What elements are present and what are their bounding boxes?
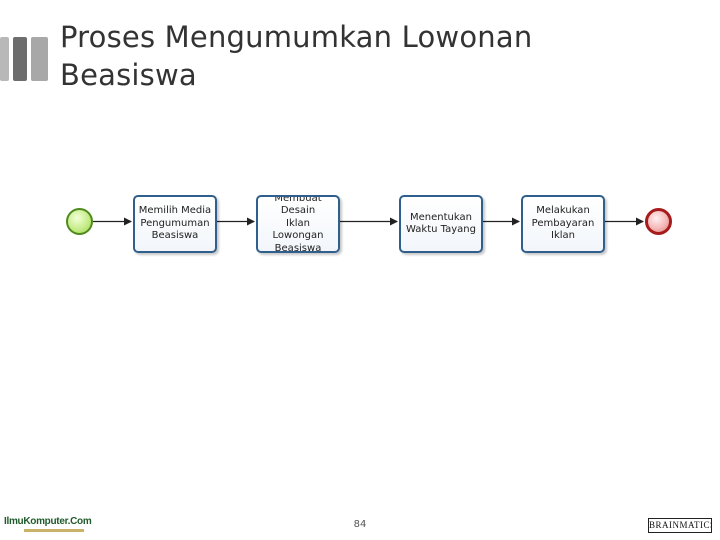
task-melakukan-pembayaran[interactable]: Melakukan Pembayaran Iklan <box>521 195 605 253</box>
task-label: Memilih Media Pengumuman Beasiswa <box>139 205 211 243</box>
task-membuat-desain[interactable]: Membuat Desain Iklan Lowongan Beasiswa <box>256 195 340 253</box>
task-label-line: Menentukan <box>410 211 472 223</box>
task-label-line: Pengumuman <box>140 217 210 229</box>
task-memilih-media[interactable]: Memilih Media Pengumuman Beasiswa <box>133 195 217 253</box>
slide-title: Proses Mengumumkan Lowonan Beasiswa <box>60 18 660 94</box>
task-label-line: Membuat Desain <box>274 195 322 217</box>
task-label-line: Iklan Lowongan <box>272 217 324 242</box>
task-label: Menentukan Waktu Tayang <box>406 212 476 237</box>
ilmukomputer-tagline-mark <box>24 529 84 532</box>
decoration-bar <box>0 37 9 81</box>
start-event <box>66 208 93 235</box>
decoration-bar <box>13 37 27 81</box>
task-menentukan-waktu[interactable]: Menentukan Waktu Tayang <box>399 195 483 253</box>
task-label: Melakukan Pembayaran Iklan <box>532 205 595 243</box>
task-label-line: Memilih Media <box>138 205 212 217</box>
slide-title-line-2: Beasiswa <box>60 58 197 92</box>
decoration-bar <box>31 37 48 81</box>
task-label-line: Waktu Tayang <box>406 224 476 235</box>
task-label-line: Pembayaran <box>531 217 595 229</box>
task-label-line: Beasiswa <box>151 230 199 242</box>
page-number: 84 <box>353 519 367 530</box>
task-label-line: Melakukan <box>536 205 590 217</box>
ilmukomputer-brand: IlmuKomputer.Com <box>4 516 92 527</box>
brainmatics-logo: BRAINMATICS <box>648 518 712 533</box>
end-event <box>645 208 672 235</box>
task-label: Membuat Desain Iklan Lowongan Beasiswa <box>261 195 335 253</box>
slide-title-line-1: Proses Mengumumkan Lowonan <box>60 20 533 54</box>
ilmukomputer-logo: IlmuKomputer.Com <box>4 516 92 536</box>
task-label-line: Iklan <box>551 230 575 242</box>
title-decoration <box>0 37 50 81</box>
task-label-line: Beasiswa <box>274 242 322 253</box>
